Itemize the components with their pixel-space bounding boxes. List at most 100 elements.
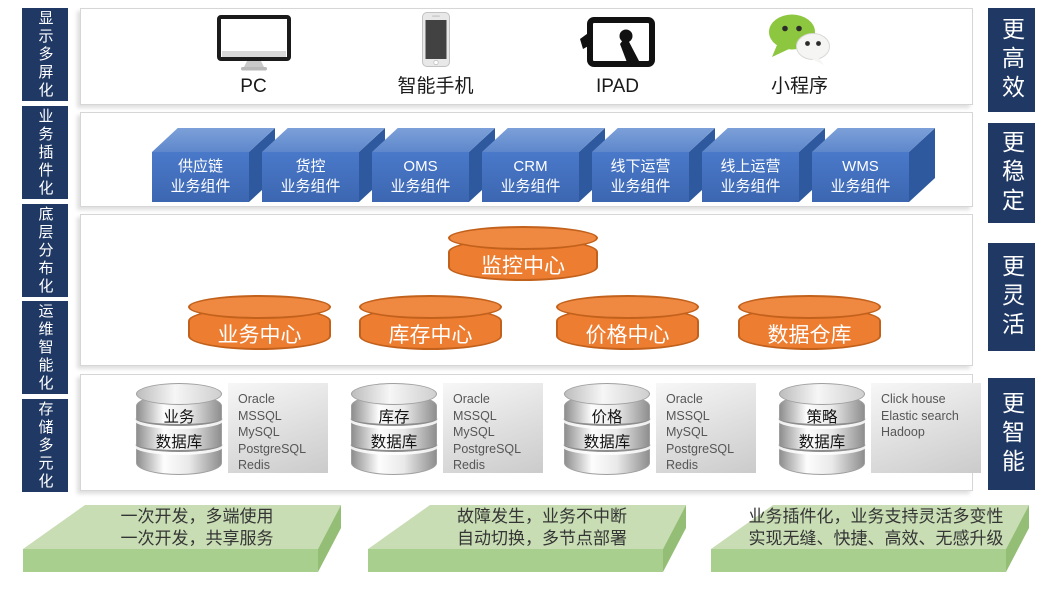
database-group-inventory: 库存 数据库 Oracle MSSQL MySQL PostgreSQL Red… bbox=[350, 383, 543, 475]
database-cylinder-icon: 策略 数据库 bbox=[778, 383, 866, 475]
database-label-line1: 策略 bbox=[806, 409, 838, 426]
database-label-line2: 数据库 bbox=[798, 434, 846, 451]
slab-shape bbox=[368, 505, 686, 572]
benefit-text: 一次开发，多端使用 一次开发，共享服务 bbox=[53, 506, 341, 550]
benefit-more-intelligent: 更智能 bbox=[988, 378, 1035, 490]
db-top bbox=[351, 383, 437, 405]
db-top bbox=[564, 383, 650, 405]
tech-item: Click house bbox=[881, 392, 946, 406]
benefit-more-efficient: 更高效 bbox=[988, 8, 1035, 112]
database-label: 策略 数据库 bbox=[773, 405, 871, 455]
tech-item: Hadoop bbox=[881, 425, 925, 439]
tech-stack-list: Oracle MSSQL MySQL PostgreSQL Redis bbox=[656, 383, 756, 473]
tech-item: Oracle bbox=[666, 392, 703, 406]
db-disc-line bbox=[563, 436, 651, 452]
panel-devices: PC 智能手机 bbox=[80, 8, 973, 105]
cube-front-face: 货控 业务组件 bbox=[262, 152, 359, 202]
center-label: 业务中心 bbox=[217, 323, 302, 347]
cube-label-line1: 线下运营 bbox=[610, 157, 671, 175]
cube-label-line1: WMS bbox=[842, 157, 879, 175]
benefit-more-stable: 更稳定 bbox=[988, 123, 1035, 223]
cube-front-face: 供应链 业务组件 bbox=[152, 152, 249, 202]
benefit-text: 故障发生，业务不中断 自动切换，多节点部署 bbox=[398, 506, 686, 550]
cube-label-line1: CRM bbox=[513, 157, 548, 175]
sidebar-item-display-multiscreen: 显示多屏化 bbox=[22, 8, 68, 101]
sidebar-item-diverse-storage: 存储多元化 bbox=[22, 399, 68, 492]
cube-label-line2: 业务组件 bbox=[610, 178, 671, 195]
benefit-line1: 故障发生，业务不中断 bbox=[457, 507, 627, 526]
database-group-pricing: 价格 数据库 Oracle MSSQL MySQL PostgreSQL Red… bbox=[563, 383, 756, 475]
tech-stack-list: Oracle MSSQL MySQL PostgreSQL Redis bbox=[443, 383, 543, 473]
component-cube-cargo-control: 货控 业务组件 bbox=[262, 127, 388, 203]
cube-label-line1: 货控 bbox=[295, 157, 326, 175]
db-disc-line bbox=[135, 436, 223, 452]
device-label: 小程序 bbox=[770, 76, 828, 97]
database-cylinder-icon: 价格 数据库 bbox=[563, 383, 651, 475]
panel-service-centers: 监控中心 业务中心 库存中心 价格中心 数据仓库 bbox=[80, 214, 973, 366]
database-label-line2: 数据库 bbox=[155, 434, 203, 451]
wechat-miniprogram-icon bbox=[767, 8, 833, 68]
db-disc-line bbox=[350, 410, 438, 426]
cube-label-line1: 供应链 bbox=[177, 157, 223, 175]
benefit-text: 业务插件化，业务支持灵活多变性 实现无缝、快捷、高效、无感升级 bbox=[719, 506, 1033, 550]
db-body bbox=[779, 394, 865, 475]
device-ipad: IPAD bbox=[527, 13, 709, 98]
sidebar-item-smart-ops: 运维智能化 bbox=[22, 301, 68, 394]
cube-front-face: OMS 业务组件 bbox=[372, 152, 469, 202]
center-pricing: 价格中心 bbox=[556, 295, 699, 350]
benefit-line2: 一次开发，共享服务 bbox=[120, 528, 274, 548]
database-group-business: 业务 数据库 Oracle MSSQL MySQL PostgreSQL Red… bbox=[135, 383, 328, 475]
center-data-warehouse: 数据仓库 bbox=[738, 295, 881, 350]
tech-item: MySQL bbox=[453, 425, 495, 439]
tech-item: MySQL bbox=[666, 425, 708, 439]
db-top bbox=[779, 383, 865, 405]
db-top bbox=[136, 383, 222, 405]
database-cylinder-icon: 库存 数据库 bbox=[350, 383, 438, 475]
benefit-slab-pluggable: 业务插件化，业务支持灵活多变性 实现无缝、快捷、高效、无感升级 bbox=[711, 503, 1033, 573]
benefit-line1: 业务插件化，业务支持灵活多变性 bbox=[748, 507, 1004, 526]
panel-business-components: 供应链 业务组件 货控 业务组件 OMS 业务组件 bbox=[80, 112, 973, 207]
tech-item: Redis bbox=[666, 458, 698, 472]
database-label-line2: 数据库 bbox=[583, 434, 631, 451]
component-cube-row: 供应链 业务组件 货控 业务组件 OMS 业务组件 bbox=[81, 113, 972, 206]
cube-label-line2: 业务组件 bbox=[280, 178, 341, 195]
cylinder-top bbox=[556, 295, 699, 319]
device-smartphone: 智能手机 bbox=[345, 8, 527, 98]
tech-item: Oracle bbox=[453, 392, 490, 406]
tech-item: Oracle bbox=[238, 392, 275, 406]
benefit-line2: 实现无缝、快捷、高效、无感升级 bbox=[748, 528, 1004, 548]
center-label: 库存中心 bbox=[388, 323, 473, 347]
smartphone-icon bbox=[421, 8, 451, 68]
device-miniprogram: 小程序 bbox=[709, 8, 891, 98]
component-cube-offline-ops: 线下运营 业务组件 bbox=[592, 127, 718, 203]
cube-label-line1: OMS bbox=[403, 157, 438, 175]
benefit-label: 更高效 bbox=[998, 16, 1025, 104]
database-label: 库存 数据库 bbox=[345, 405, 443, 455]
tech-item: PostgreSQL bbox=[666, 441, 735, 456]
cube-front-face: CRM 业务组件 bbox=[482, 152, 579, 202]
sidebar-label: 显示多屏化 bbox=[36, 9, 54, 100]
benefit-line1: 一次开发，多端使用 bbox=[120, 507, 274, 526]
db-body bbox=[136, 394, 222, 475]
center-label: 监控中心 bbox=[481, 254, 565, 278]
sidebar-item-distributed-base: 底层分布化 bbox=[22, 204, 68, 297]
component-cube-online-ops: 线上运营 业务组件 bbox=[702, 127, 828, 203]
benefit-slab-multi-terminal: 一次开发，多端使用 一次开发，共享服务 bbox=[23, 503, 345, 573]
device-label: IPAD bbox=[596, 76, 639, 97]
database-label-line1: 业务 bbox=[163, 409, 195, 426]
sidebar-label: 底层分布化 bbox=[36, 205, 54, 296]
tech-item: MSSQL bbox=[666, 408, 710, 423]
benefit-label: 更稳定 bbox=[998, 129, 1025, 217]
desktop-monitor-icon bbox=[216, 13, 292, 73]
tech-item: PostgreSQL bbox=[453, 441, 522, 456]
db-disc-line bbox=[350, 436, 438, 452]
cube-label-line2: 业务组件 bbox=[390, 178, 451, 195]
sidebar-label: 业务插件化 bbox=[36, 107, 54, 198]
tech-item: Elastic search bbox=[881, 408, 959, 423]
cube-label-line2: 业务组件 bbox=[830, 178, 891, 195]
db-disc-line bbox=[135, 410, 223, 426]
component-cube-crm: CRM 业务组件 bbox=[482, 127, 608, 203]
tech-item: MSSQL bbox=[238, 408, 282, 423]
cube-label-line2: 业务组件 bbox=[720, 178, 781, 195]
device-row: PC 智能手机 bbox=[81, 9, 972, 104]
